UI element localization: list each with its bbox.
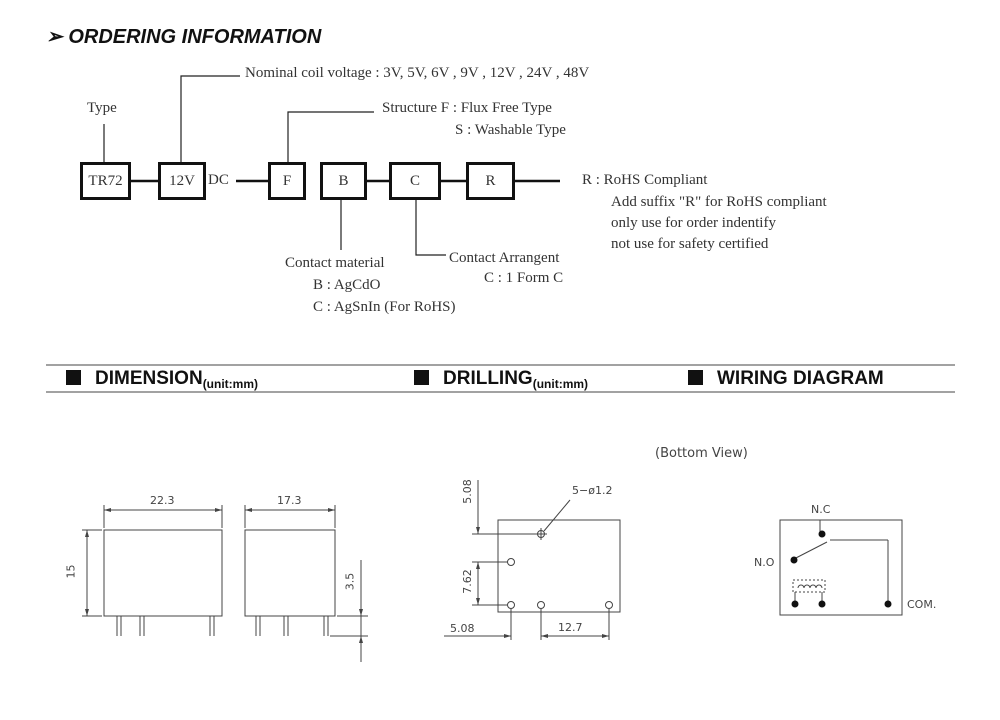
dim-depth-label: 17.3 — [277, 494, 302, 507]
drill-bottom-left-label: 5.08 — [450, 622, 475, 635]
dim-width-label: 22.3 — [150, 494, 175, 507]
code-box-contact-material: B — [320, 162, 367, 200]
code-box-type: TR72 — [80, 162, 131, 200]
section-header-drilling: DRILLING(unit:mm) — [414, 368, 588, 391]
rohs-note-3: not use for safety certified — [611, 236, 769, 252]
structure-label-f: Structure F : Flux Free Type — [382, 100, 552, 116]
code-box-rohs: R — [466, 162, 515, 200]
section-title-ordering: ➢ ORDERING INFORMATION — [46, 26, 322, 48]
pin-coil-2 — [818, 600, 826, 608]
contact-material-b: B : AgCdO — [313, 277, 381, 293]
type-label: Type — [87, 100, 117, 116]
contact-material-c: C : AgSnIn (For RoHS) — [313, 299, 456, 315]
wiring-nc-label: N.C — [811, 503, 831, 516]
code-box-voltage: 12V — [158, 162, 206, 200]
rohs-label: R : RoHS Compliant — [582, 172, 708, 188]
wiring-no-label: N.O — [754, 556, 775, 569]
wiring-outline — [779, 519, 903, 616]
code-box-structure: F — [268, 162, 306, 200]
rohs-note-1: Add suffix "R" for RoHS compliant — [611, 194, 827, 210]
drilling-outline — [497, 519, 621, 613]
code-box-contact-arrangement: C — [389, 162, 441, 200]
pin-coil-1 — [791, 600, 799, 608]
contact-material-label: Contact material — [285, 255, 385, 271]
contact-arrangement-label: Contact Arrangent — [449, 250, 560, 266]
section-header-dimension: DIMENSION(unit:mm) — [66, 368, 258, 391]
pin-nc — [818, 530, 826, 538]
wiring-com-label: COM. — [907, 598, 937, 611]
relay-front-view — [103, 529, 223, 617]
dc-label: DC — [208, 172, 229, 188]
pin-com — [884, 600, 892, 608]
arrow-bullet-icon: ➢ — [46, 26, 63, 48]
drill-bottom-right-label: 12.7 — [558, 621, 583, 634]
contact-arrangement-c: C : 1 Form C — [484, 270, 564, 286]
square-bullet-icon — [688, 370, 703, 385]
coil-voltage-label: Nominal coil voltage : 3V, 5V, 6V , 9V ,… — [245, 65, 590, 81]
bottom-view-label: (Bottom View) — [655, 446, 748, 461]
pin-no — [790, 556, 798, 564]
structure-label-s: S : Washable Type — [455, 122, 566, 138]
square-bullet-icon — [66, 370, 81, 385]
relay-side-view — [244, 529, 336, 617]
section-header-wiring: WIRING DIAGRAM — [688, 368, 884, 390]
square-bullet-icon — [414, 370, 429, 385]
drill-hole-label: 5−ø1.2 — [572, 484, 613, 497]
rohs-note-2: only use for order indentify — [611, 215, 776, 231]
